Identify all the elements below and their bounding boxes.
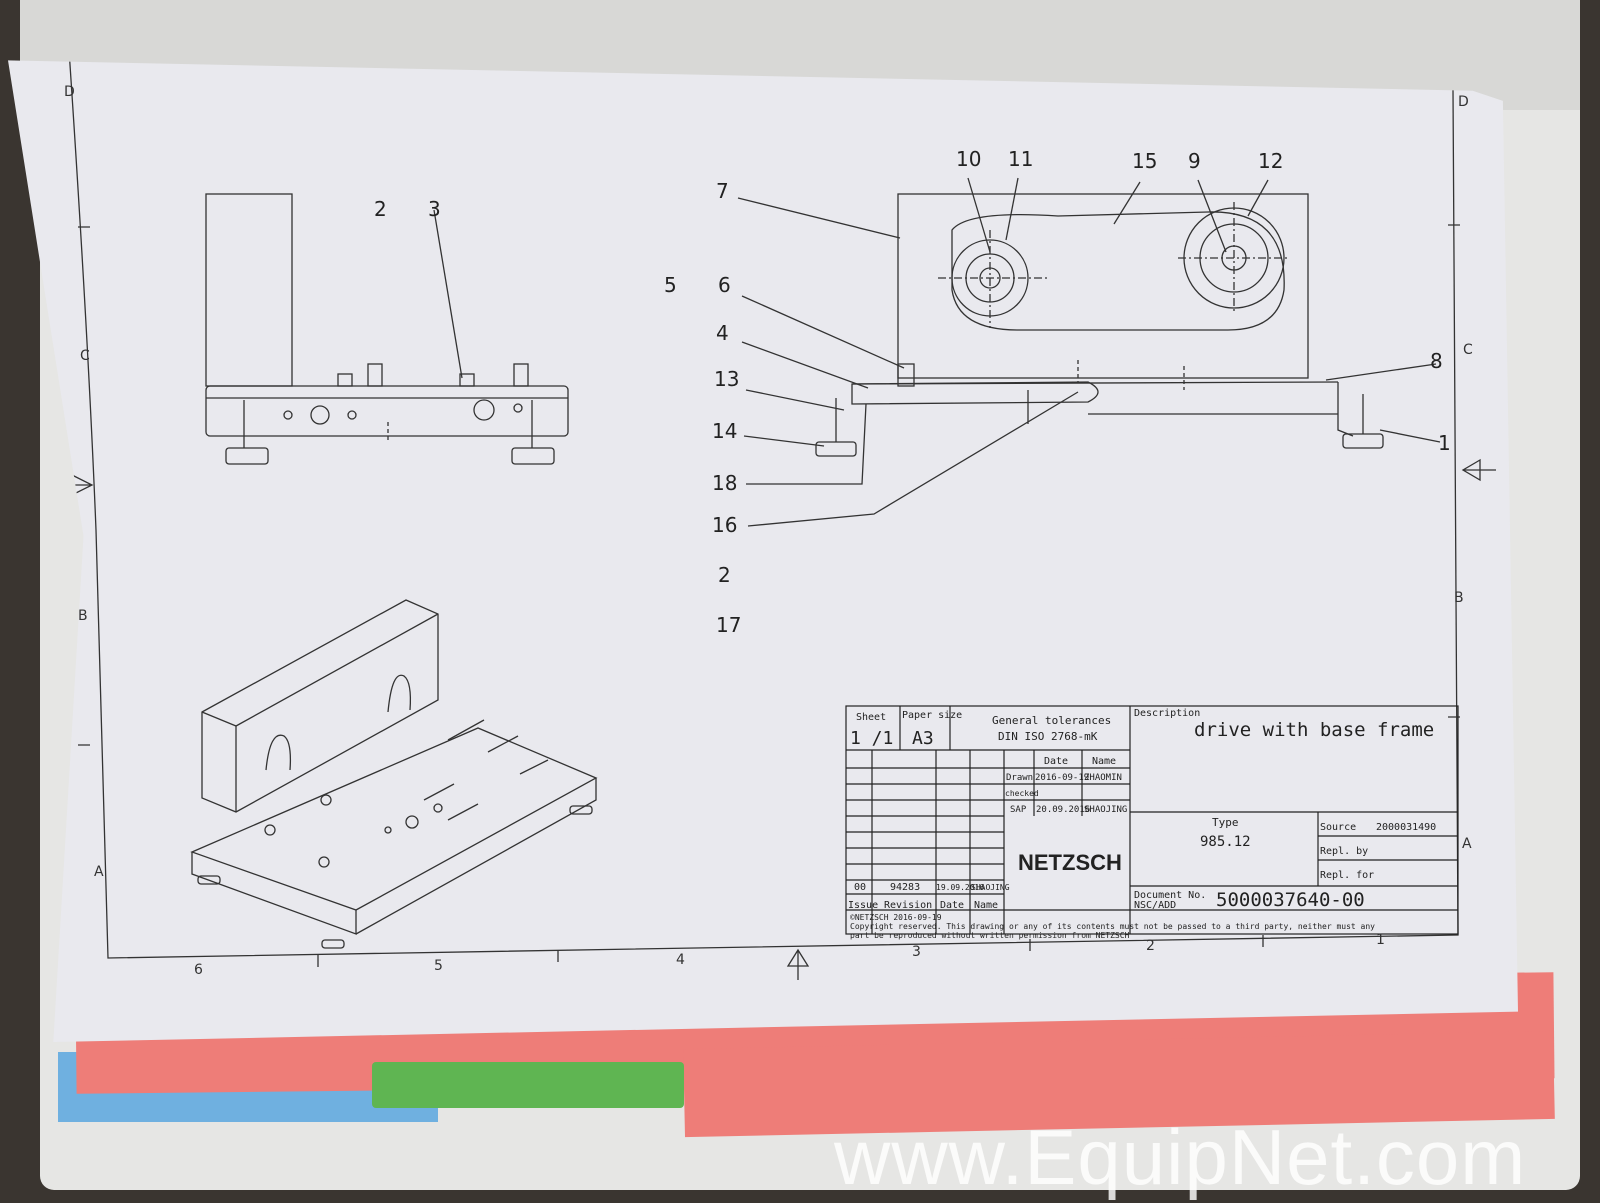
callout-number: 8 — [1430, 349, 1443, 373]
title-block: Sheet 1 /1 Paper size A3 General toleran… — [848, 708, 1436, 940]
zone-letter: C — [1463, 342, 1473, 358]
zone-letter: A — [1462, 836, 1472, 852]
source-label: Source — [1320, 822, 1356, 833]
zone-number: 2 — [1146, 938, 1155, 954]
zone-letter: C — [80, 348, 90, 364]
drawn-label: Drawn — [1006, 773, 1033, 783]
isometric-view — [190, 599, 598, 949]
revision-value: 94283 — [890, 882, 920, 893]
date-label: Date — [1044, 756, 1068, 767]
repl-for-label: Repl. for — [1320, 870, 1374, 881]
callout-number: 13 — [714, 367, 739, 391]
callout-number: 14 — [712, 419, 737, 443]
zone-letter: D — [1458, 94, 1469, 110]
tolerances-value: DIN ISO 2768-mK — [998, 730, 1098, 743]
sap-label: SAP — [1010, 805, 1027, 815]
paper-size-value: A3 — [912, 728, 934, 749]
name-label: Name — [1092, 756, 1116, 767]
callout-number: 17 — [716, 613, 741, 637]
zone-letter: B — [1454, 590, 1464, 606]
zone-number: 6 — [194, 962, 203, 978]
issue-label: Issue — [848, 900, 878, 911]
callout-number: 16 — [712, 513, 737, 537]
callout-number: 7 — [716, 179, 729, 203]
doc-no-label: Document No. — [1134, 890, 1206, 901]
callout-number: 18 — [712, 471, 737, 495]
callout-number: 9 — [1188, 149, 1201, 173]
zone-number: 5 — [434, 958, 443, 974]
green-divider-tab — [372, 1062, 684, 1108]
sap-date: 20.09.2016 — [1036, 805, 1090, 815]
revision-label: Revision — [884, 900, 932, 911]
type-value: 985.12 — [1200, 834, 1251, 850]
zone-markers: D D C C B B A A 6 5 4 3 2 1 — [64, 84, 1473, 978]
callout-number: 15 — [1132, 149, 1157, 173]
drawing-frame — [67, 60, 1459, 959]
copyright-line: ©NETZSCH 2016-09-19 — [850, 913, 942, 922]
sheet-value: 1 /1 — [850, 728, 893, 749]
title-block-lines — [845, 705, 1459, 935]
zone-number: 4 — [676, 952, 685, 968]
callout-number: 6 — [718, 273, 731, 297]
date-col-label: Date — [940, 900, 964, 911]
copyright-line: Copyright reserved. This drawing or any … — [850, 922, 1375, 931]
revision-name: SHAOJING — [971, 883, 1010, 892]
side-view — [205, 193, 569, 465]
callout-number: 2 — [374, 197, 387, 221]
issue-value: 00 — [854, 882, 866, 893]
zone-letter: D — [64, 84, 75, 100]
centering-arrow-bottom — [786, 948, 810, 980]
tolerances-title: General tolerances — [992, 714, 1111, 727]
type-label: Type — [1212, 816, 1239, 829]
callout-number: 12 — [1258, 149, 1283, 173]
document-number: 5000037640-00 — [1216, 889, 1365, 911]
description-value: drive with base frame — [1194, 719, 1434, 741]
callout-number: 3 — [428, 197, 441, 221]
centering-arrow-right — [1461, 458, 1496, 482]
callout-labels: 2 3 7 10 11 15 9 12 5 6 4 13 14 18 16 2 … — [374, 147, 1451, 637]
nsc-label: NSC/ADD — [1134, 900, 1176, 911]
callout-number: 4 — [716, 321, 729, 345]
zone-letter: B — [78, 608, 88, 624]
zone-number: 1 — [1376, 932, 1385, 948]
callout-number: 1 — [1438, 431, 1451, 455]
callout-number: 2 — [718, 563, 731, 587]
technical-drawing: 2 3 7 10 11 15 9 12 5 6 4 13 14 18 16 2 … — [58, 60, 1496, 980]
name-col-label: Name — [974, 900, 998, 911]
callout-number: 11 — [1008, 147, 1033, 171]
company-logo: NETZSCH — [1018, 850, 1122, 875]
callout-number: 10 — [956, 147, 981, 171]
repl-by-label: Repl. by — [1320, 846, 1368, 857]
drawn-date: 2016-09-19 — [1035, 773, 1089, 783]
revision-date: 19.09.2016 — [936, 883, 984, 892]
zone-letter: A — [94, 864, 104, 880]
copyright-line: part be reproduced without written permi… — [850, 931, 1130, 940]
sheet-label: Sheet — [856, 712, 886, 723]
checked-label: checked — [1005, 789, 1039, 798]
description-label: Description — [1134, 708, 1200, 719]
watermark: www.EquipNet.com — [834, 1113, 1527, 1201]
paper-size-label: Paper size — [902, 710, 962, 721]
front-view — [737, 177, 1441, 527]
callout-number: 5 — [664, 273, 677, 297]
source-value: 2000031490 — [1376, 822, 1436, 833]
sap-name: SHAOJING — [1084, 805, 1127, 815]
drawing-sheet: 2 3 7 10 11 15 9 12 5 6 4 13 14 18 16 2 … — [8, 60, 1518, 1042]
drawn-name: ZHAOMIN — [1084, 773, 1122, 783]
zone-number: 3 — [912, 944, 921, 960]
